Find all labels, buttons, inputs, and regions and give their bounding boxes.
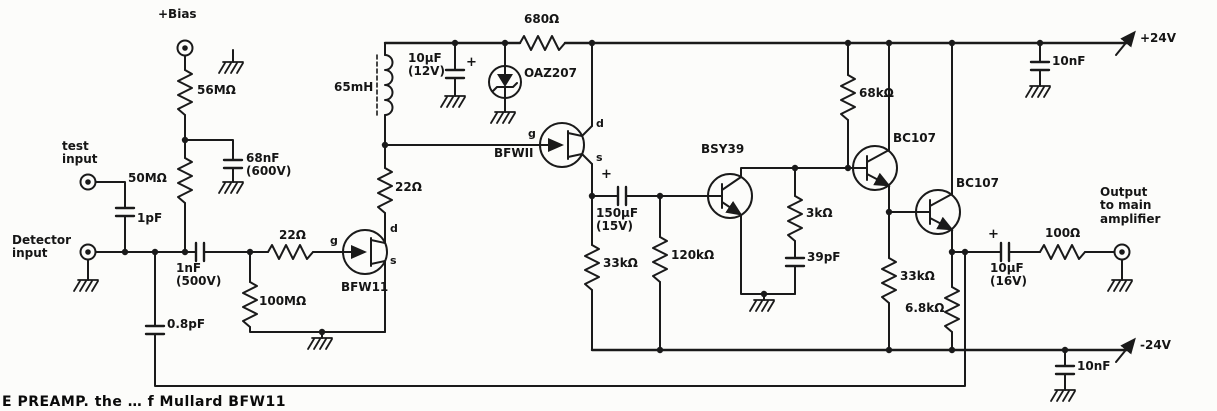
supply-arrows [1115,30,1136,363]
label-c08p: 0.8pF [167,317,206,331]
resistors [177,35,1086,333]
label-c68n: 68nF (600V) [246,151,292,179]
polarity-plus-out-cap: + [988,227,999,242]
label-bc107-2: BC107 [956,176,1000,190]
label-zener: OAZ207 [524,66,577,80]
bsy39-symbol [707,173,753,219]
detector-input-terminal [79,243,97,261]
bias-terminal-label: +Bias [158,7,197,21]
label-r680: 680Ω [524,12,560,26]
rail-positive-label: +24V [1140,31,1177,45]
zener-oaz207-symbol [488,65,522,99]
label-l65: 65mH [334,80,374,94]
fet2-bfwii-symbol [539,122,593,168]
capacitor-plates [114,60,1076,376]
pin-fet1-s: s [390,254,397,267]
label-r22-gate: 22Ω [279,228,306,242]
label-fet1: BFW11 [341,280,389,294]
label-r33k-a: 33kΩ [603,256,638,270]
plus24-arrow-icon [1115,30,1136,56]
label-r120k: 120kΩ [671,248,715,262]
label-fet2: BFWII [494,146,534,160]
label-c10n-bot: 10nF [1077,359,1111,373]
label-r33k-b: 33kΩ [900,269,935,283]
output-terminal [1113,243,1131,261]
label-r100: 100Ω [1045,226,1081,240]
figure-caption: E PREAMP. the … f Mullard BFW11 [2,394,286,410]
label-bsy39: BSY39 [701,142,745,156]
pin-fet2-s: s [596,151,603,164]
label-r56m: 56MΩ [197,83,236,97]
pin-fet1-d: d [390,222,398,235]
label-c10u-rail: 10µF (12V) [408,51,445,79]
label-r50m: 50MΩ [128,171,167,185]
polarity-plus-150u: + [601,167,612,182]
bias-terminal [176,39,194,57]
label-r68k: 68kΩ [859,86,894,100]
label-c10u-out: 10µF (16V) [990,261,1027,289]
bc107-2-symbol [915,189,961,235]
pin-fet2-g: g [528,127,536,140]
bc107-1-symbol [852,145,898,191]
pin-fet2-d: d [596,117,604,130]
label-c1p: 1pF [137,211,163,225]
rail-negative-label: -24V [1140,338,1171,352]
fet1-bfw11-symbol [342,229,388,275]
label-r3k: 3kΩ [806,206,833,220]
minus24-arrow-icon [1115,337,1136,363]
test-input-terminal [79,173,97,191]
label-r6k8: 6.8kΩ [905,301,945,315]
label-r22-drain: 22Ω [395,180,422,194]
label-c39p: 39pF [807,250,841,264]
polarity-plus-rail-cap: + [466,55,477,70]
label-c1n: 1nF (500V) [176,261,222,289]
label-c10n-top: 10nF [1052,54,1086,68]
junction-dots [121,39,1069,354]
test-input-label: test input [62,139,98,167]
output-label: Output to main amplifier [1100,185,1161,226]
pin-fet1-g: g [330,234,338,247]
detector-input-label: Detector input [12,233,71,261]
inductor-65mh [376,54,394,116]
label-c150u: 150µF (15V) [596,206,639,234]
label-r100m: 100MΩ [259,294,307,308]
label-bc107-1: BC107 [893,131,937,145]
